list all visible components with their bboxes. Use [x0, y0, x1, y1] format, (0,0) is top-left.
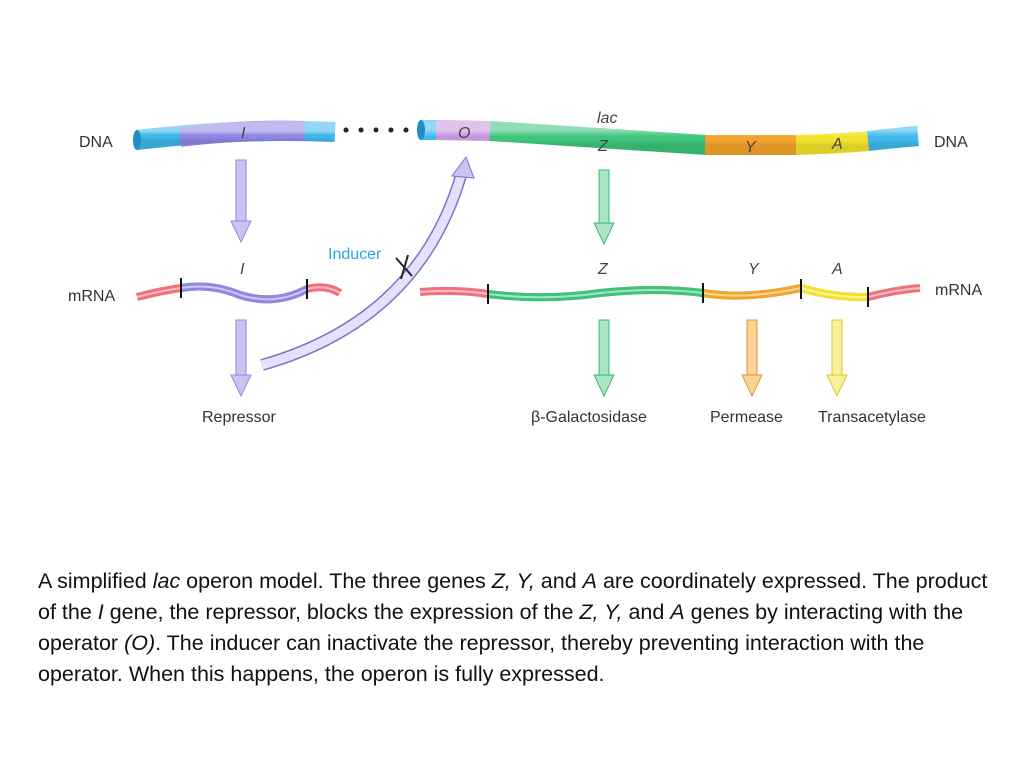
translation-arrow-galactosidase: [593, 319, 615, 398]
inducer-label: Inducer: [328, 246, 382, 263]
transcription-arrow-z: [593, 169, 615, 246]
caption-italic: A: [582, 569, 597, 593]
inducer-block-mark: [395, 254, 413, 280]
lac-operon-diagram: DNA DNA lac I O Z Y A mRNA I mRNA Z Y A: [68, 110, 982, 426]
dna-left-segment: [133, 120, 336, 150]
gene-i-dna-label: I: [241, 125, 246, 142]
caption-text: gene, the repressor, blocks the expressi…: [103, 600, 580, 624]
translation-arrow-repressor: [230, 319, 252, 398]
transcription-arrow-i: [230, 159, 252, 244]
mrna-right-strand: [419, 279, 921, 307]
gene-y-dna-label: Y: [745, 139, 757, 156]
mrna-left-label: mRNA: [68, 288, 115, 305]
lac-label: lac: [597, 110, 617, 127]
dna-left-label: DNA: [79, 134, 113, 151]
figure-caption: A simplified lac operon model. The three…: [38, 566, 988, 690]
gene-a-dna-label: A: [831, 136, 843, 153]
caption-italic: A: [670, 600, 685, 624]
permease-label: Permease: [710, 409, 783, 426]
caption-italic: (O): [124, 631, 156, 655]
caption-text: operon model. The three genes: [180, 569, 492, 593]
gene-z-mrna-label: Z: [597, 261, 609, 278]
translation-arrow-transacetylase: [826, 319, 848, 398]
translation-arrow-permease: [741, 319, 763, 398]
caption-text: and: [622, 600, 671, 624]
caption-text: and: [534, 569, 583, 593]
caption-italic: lac: [152, 569, 181, 593]
galactosidase-label: β-Galactosidase: [531, 409, 647, 426]
caption-text: . The inducer can inactivate the repress…: [38, 631, 925, 686]
mrna-left-strand: [135, 278, 343, 304]
dna-gap-dots: [343, 127, 409, 133]
transacetylase-label: Transacetylase: [818, 409, 926, 426]
gene-o-label: O: [458, 125, 470, 142]
caption-text: genes by interacting with the operator: [38, 600, 964, 655]
gene-y-mrna-label: Y: [748, 261, 760, 278]
dna-right-label: DNA: [934, 134, 968, 151]
caption-italic: Z, Y,: [579, 600, 623, 624]
caption-italic: I: [97, 600, 104, 624]
caption-italic: Z, Y,: [491, 569, 535, 593]
caption-text: are coordinately expressed. The product …: [38, 569, 988, 624]
gene-a-mrna-label: A: [831, 261, 843, 278]
mrna-right-label: mRNA: [935, 282, 982, 299]
gene-z-dna-label: Z: [597, 138, 609, 155]
caption-text: A simplified: [38, 569, 153, 593]
repressor-label: Repressor: [202, 409, 276, 426]
repressor-to-operator-arrow: [260, 155, 475, 371]
gene-i-mrna-label: I: [240, 261, 245, 278]
dna-right-segment: [417, 120, 920, 155]
